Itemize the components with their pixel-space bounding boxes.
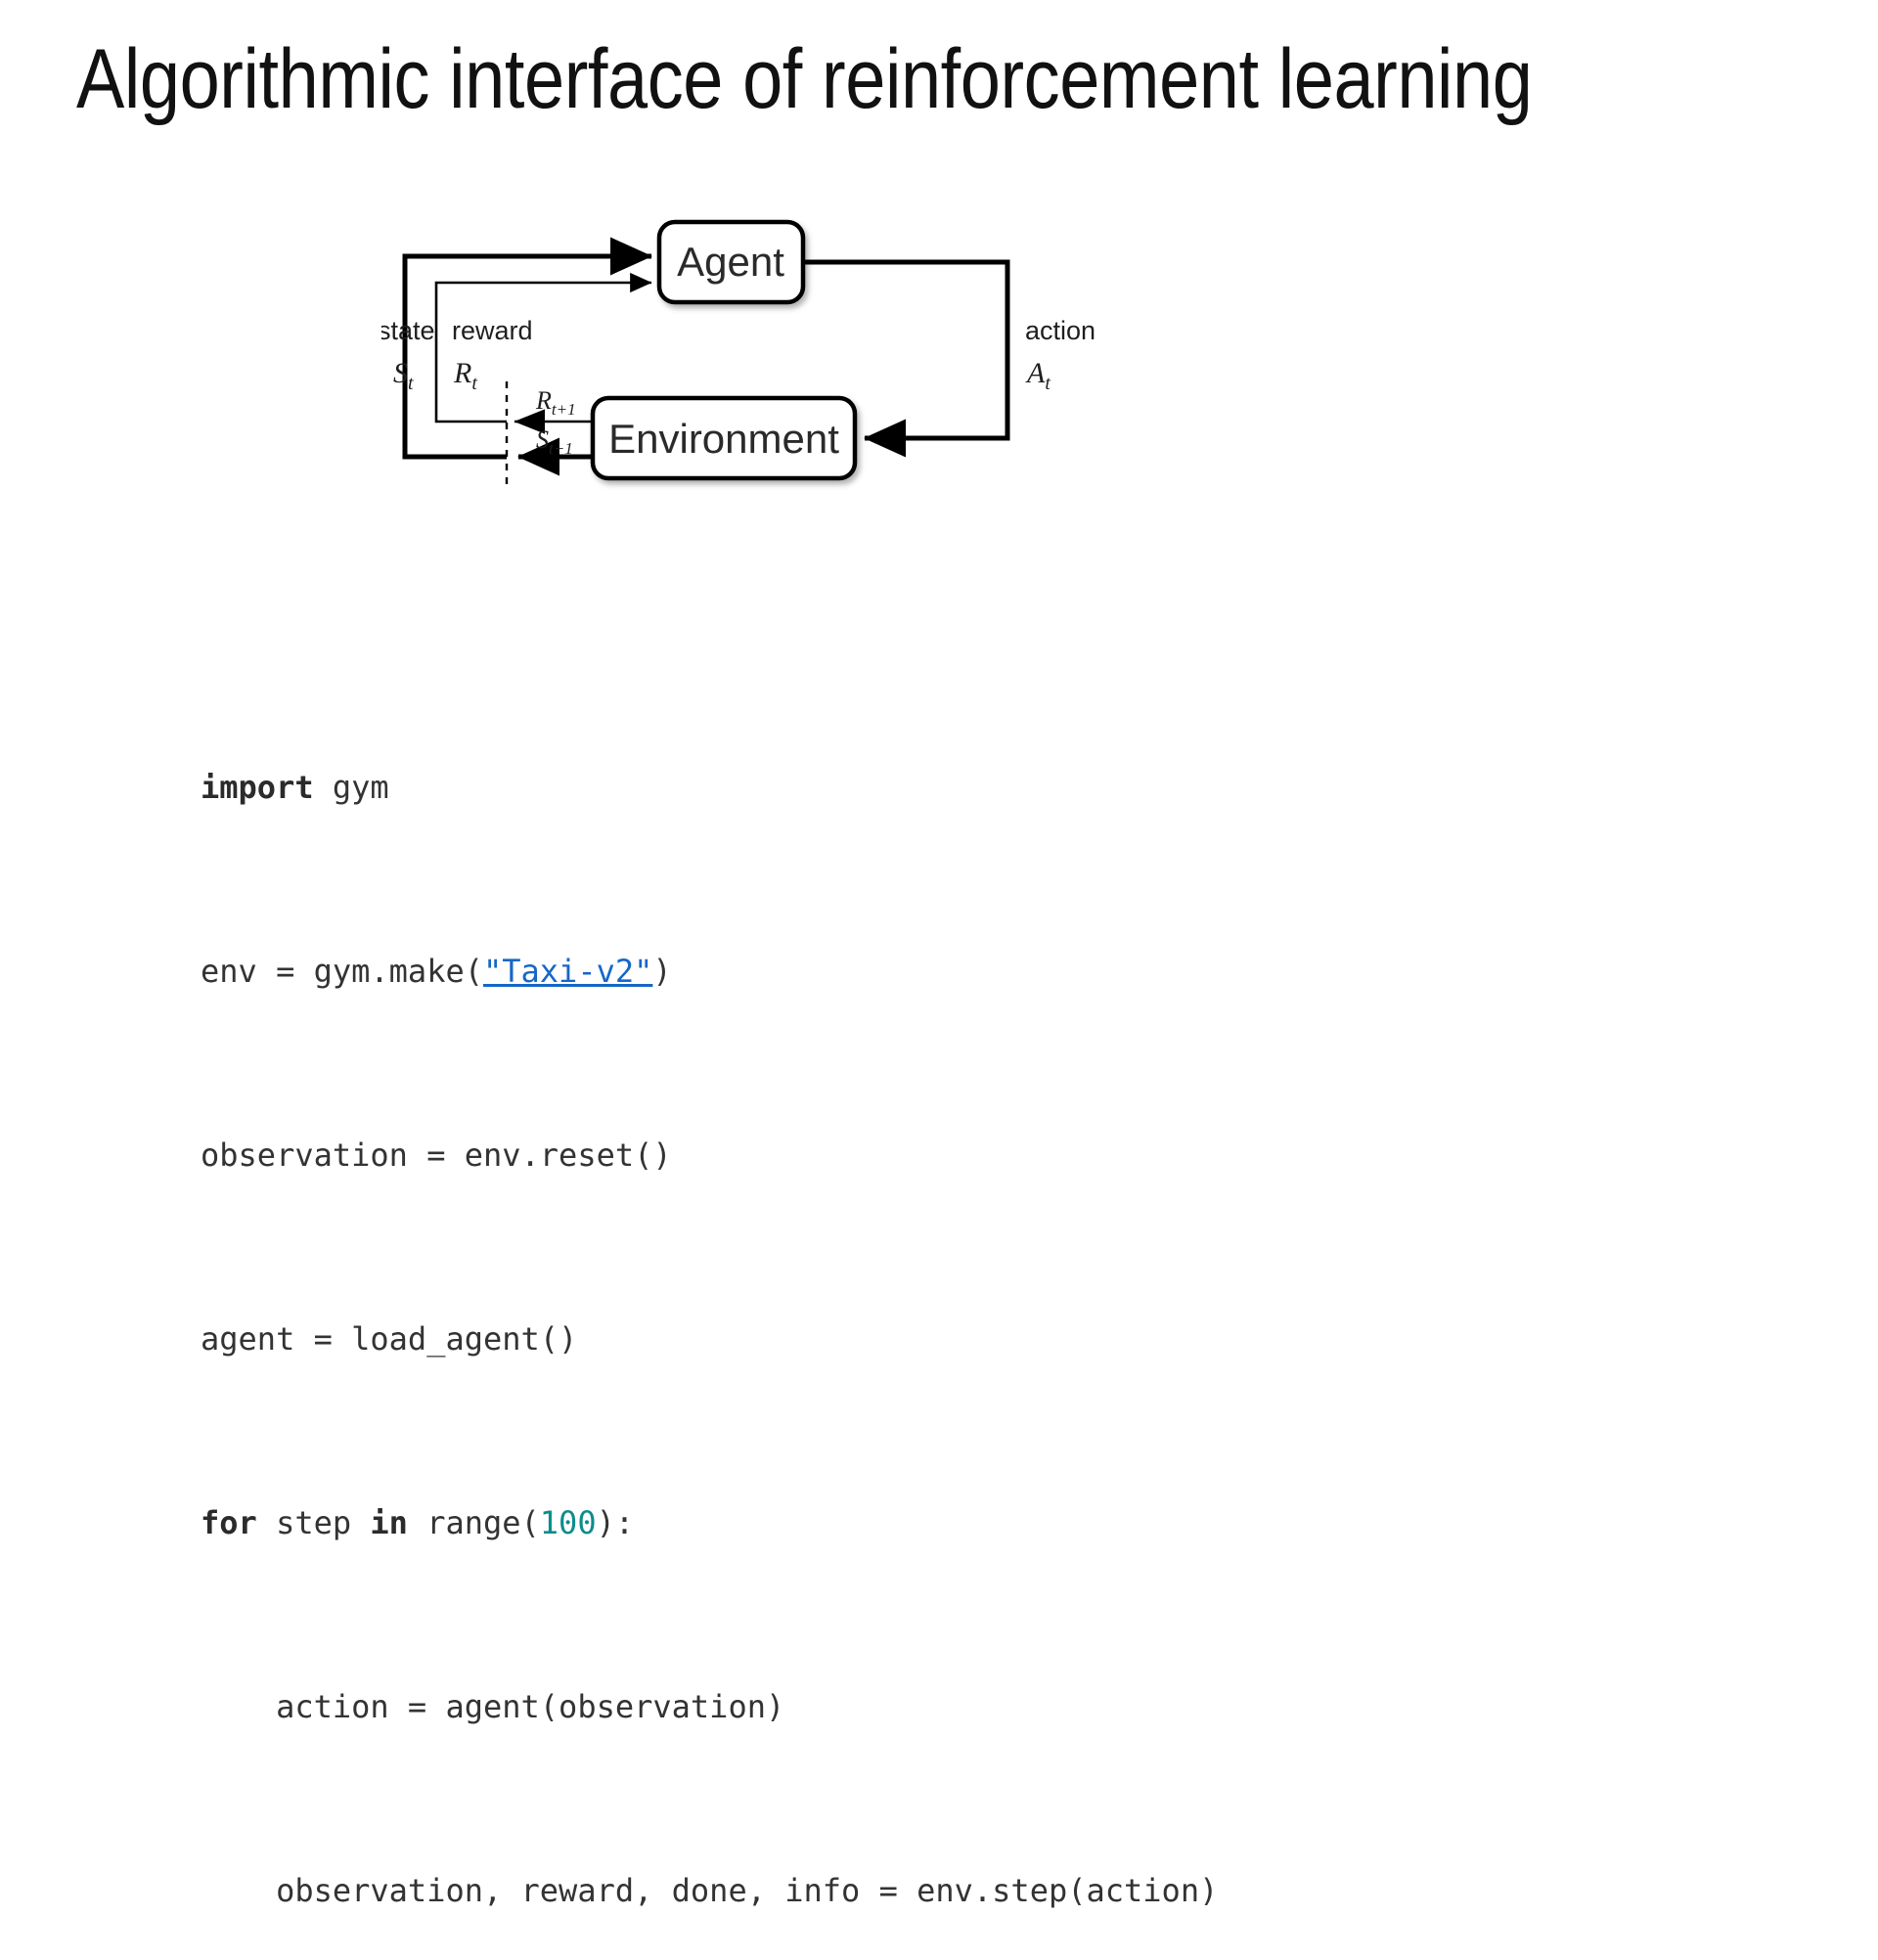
action-label: action — [1025, 316, 1096, 345]
agent-box — [656, 219, 806, 305]
code-line-load-agent: agent = load_agent() — [201, 1316, 1218, 1362]
step-statement: observation, reward, done, info = env.st… — [201, 1872, 1219, 1909]
taxi-v2-link[interactable]: "Taxi-v2" — [482, 953, 653, 990]
page-title: Algorithmic interface of reinforcement l… — [76, 32, 1533, 126]
code-line-for-loop: for step in range(100): — [201, 1500, 1218, 1546]
environment-label: Environment — [608, 416, 839, 462]
state-label: state — [381, 316, 435, 345]
reward-symbol: Rt — [453, 357, 477, 394]
state-path — [402, 237, 653, 460]
load-agent-statement: agent = load_agent() — [201, 1320, 578, 1358]
range-call-open: range( — [407, 1504, 540, 1541]
state-symbol: St — [393, 357, 414, 394]
environment-node: Environment — [590, 395, 858, 481]
keyword-for: for — [201, 1504, 257, 1541]
loop-var-step: step — [256, 1504, 371, 1541]
action-symbol: At — [1025, 357, 1051, 394]
action-statement: action = agent(observation) — [201, 1688, 785, 1725]
agent-label: Agent — [677, 239, 784, 285]
code-line-reset: observation = env.reset() — [201, 1133, 1218, 1179]
keyword-import: import — [201, 769, 314, 806]
env-assignment: env = gym.make( — [201, 953, 483, 990]
environment-box — [590, 395, 858, 481]
python-code-block: import gym env = gym.make("Taxi-v2") obs… — [201, 673, 1218, 1960]
code-line-action: action = agent(observation) — [201, 1684, 1218, 1730]
keyword-in: in — [370, 1504, 408, 1541]
action-path — [805, 259, 1010, 458]
agent-node: Agent — [656, 219, 806, 305]
agent-environment-diagram: Agent Environment state St reward Rt act… — [381, 200, 1144, 513]
next-state-symbol: St+1 — [536, 425, 573, 458]
range-call-close: ): — [596, 1504, 635, 1541]
code-line-step: observation, reward, done, info = env.st… — [201, 1868, 1218, 1914]
module-name-gym: gym — [313, 769, 389, 806]
range-literal-100: 100 — [539, 1504, 597, 1541]
code-line-make-env: env = gym.make("Taxi-v2") — [201, 949, 1218, 995]
code-line-import: import gym — [201, 765, 1218, 811]
next-reward-symbol: Rt+1 — [535, 386, 576, 419]
reward-path — [434, 272, 652, 423]
reward-label: reward — [452, 316, 533, 345]
close-paren: ) — [652, 953, 672, 990]
reset-statement: observation = env.reset() — [201, 1136, 672, 1174]
